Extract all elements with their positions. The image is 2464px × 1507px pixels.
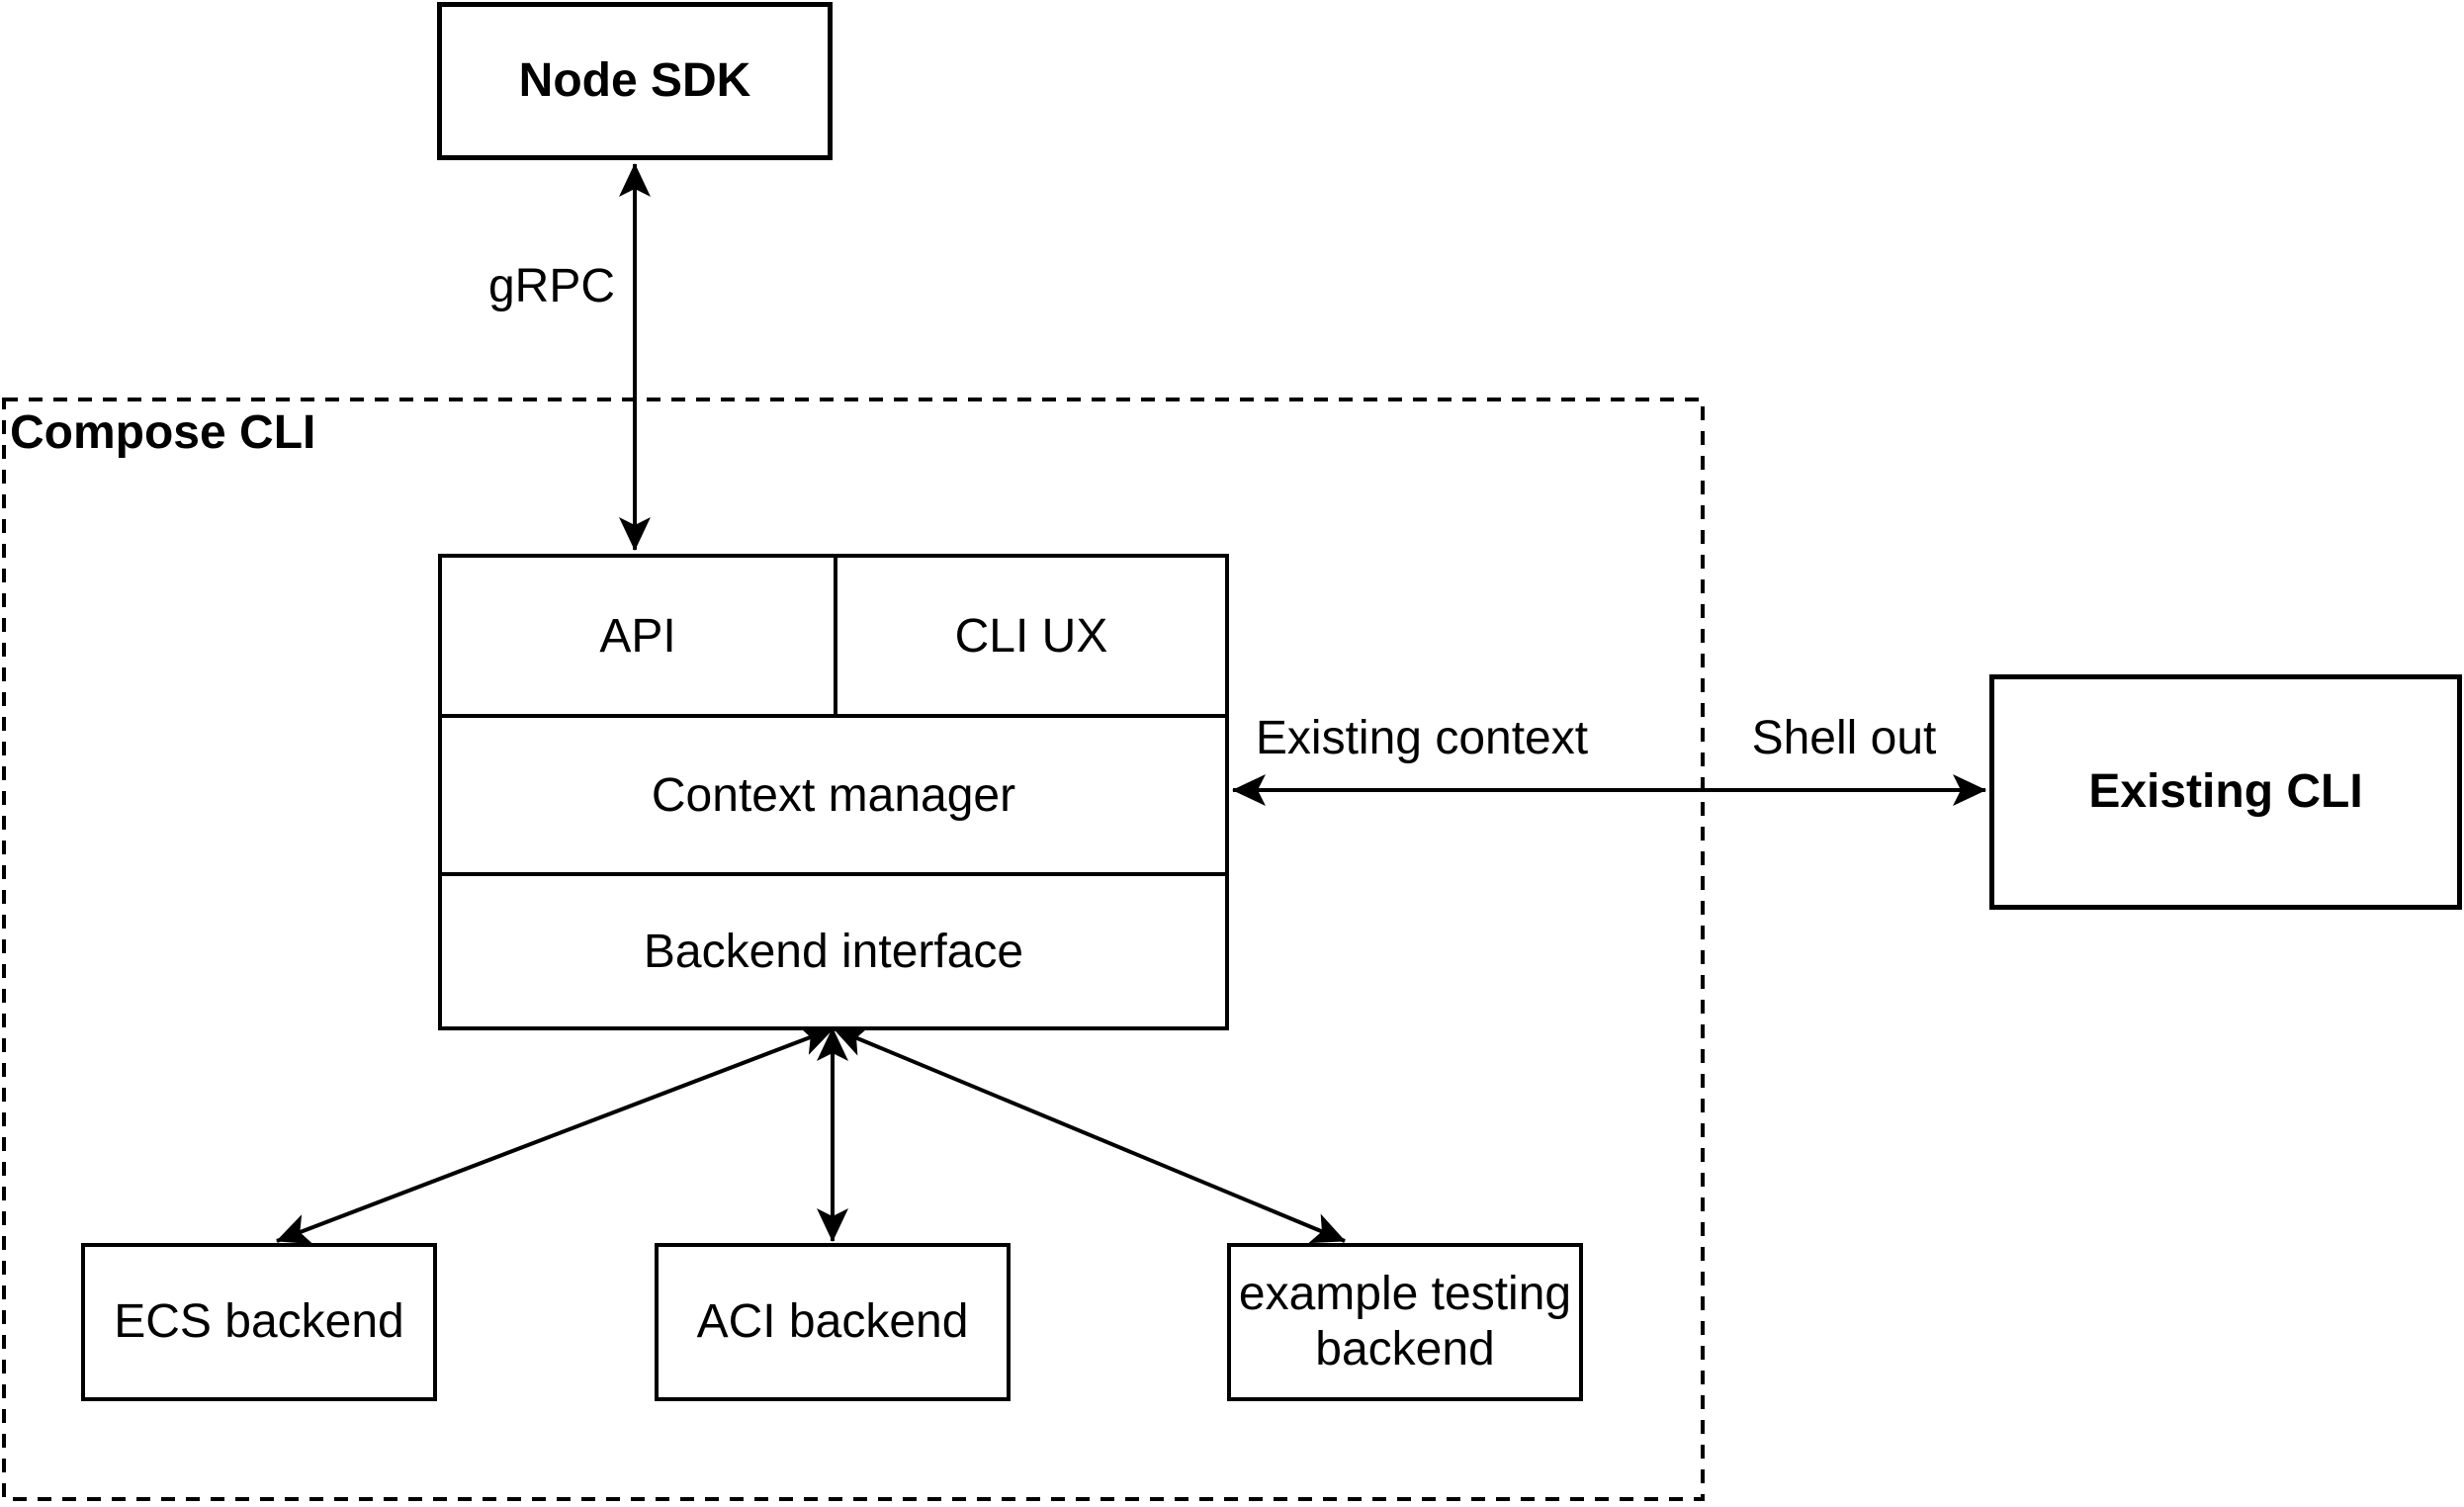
core-stack-top-row: API CLI UX [442,558,1225,718]
node-cli-ux: CLI UX [837,558,1225,714]
compose-cli-label: Compose CLI [10,406,316,459]
grpc-edge-label: gRPC [487,260,615,312]
ecs-backend-label: ECS backend [114,1295,404,1349]
node-context-manager: Context manager [442,718,1225,876]
node-api: API [442,558,837,714]
node-aci-backend: ACI backend [655,1243,1011,1401]
context-manager-label: Context manager [651,768,1016,822]
example-testing-backend-label: example testing backend [1238,1268,1572,1375]
backend-ecs-arrow [276,1024,835,1245]
aci-backend-label: ACI backend [696,1295,969,1349]
node-sdk-label: Node SDK [518,54,751,108]
api-label: API [599,609,676,663]
node-example-testing-backend: example testing backend [1227,1243,1583,1401]
cli-ux-label: CLI UX [954,609,1108,663]
node-existing-cli: Existing CLI [1989,674,2462,910]
node-ecs-backend: ECS backend [81,1243,437,1401]
shell-out-edge-label: Shell out [1751,712,1937,764]
compose-cli-boundary [2,398,1705,1501]
node-node-sdk: Node SDK [437,2,833,160]
backend-example-arrow [833,1025,1346,1244]
node-core-stack: API CLI UX Context manager Backend inter… [438,554,1229,1030]
backend-interface-label: Backend interface [643,925,1024,978]
existing-cli-label: Existing CLI [2088,765,2363,819]
node-backend-interface: Backend interface [442,876,1225,1026]
existing-context-edge-label: Existing context [1255,712,1589,764]
